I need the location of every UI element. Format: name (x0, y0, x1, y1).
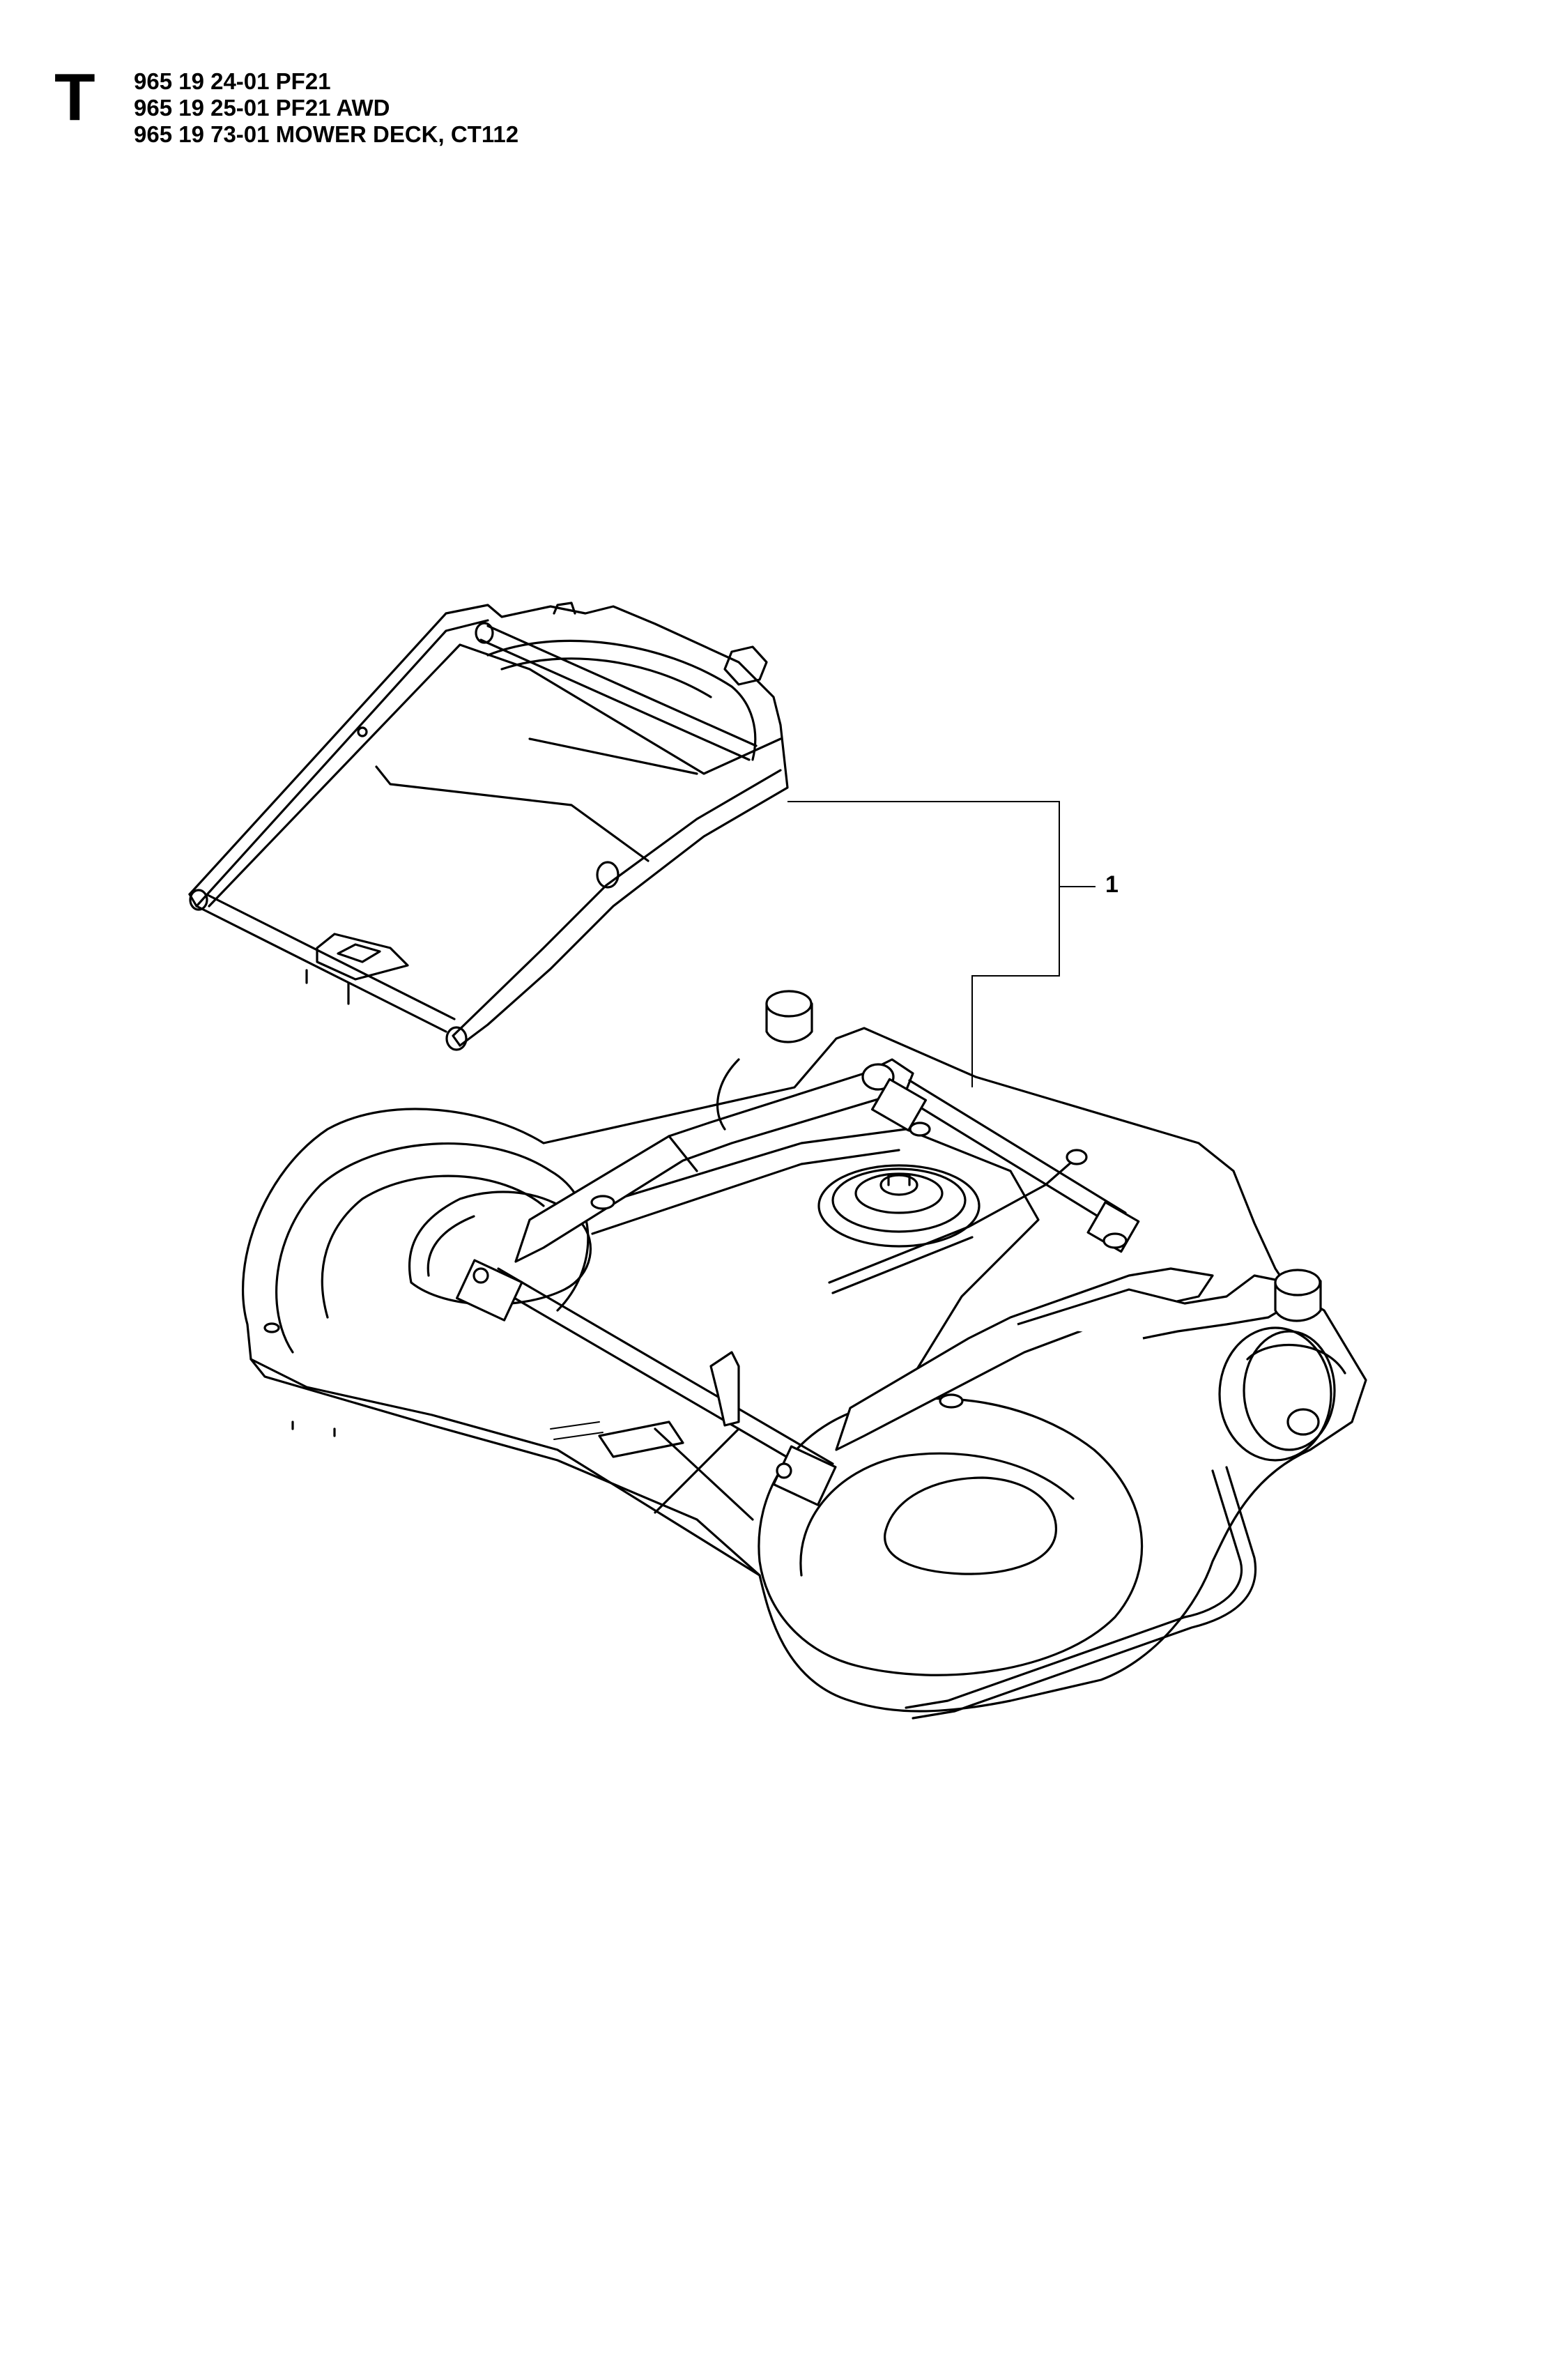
lift-frame (188, 602, 789, 1051)
header-line-pf21-awd: 965 19 25-01 PF21 AWD (134, 95, 390, 121)
header-line-mower-deck: 965 19 73-01 MOWER DECK, CT112 (134, 121, 519, 147)
callout-leader-1 (787, 801, 1096, 1087)
mower-deck (242, 990, 1367, 1720)
parts-header: 965 19 24-01 PF21 965 19 25-01 PF21 AWD … (134, 68, 518, 148)
header-line-pf21: 965 19 24-01 PF21 (134, 68, 331, 94)
section-letter: T (54, 60, 95, 135)
callout-number-1: 1 (1105, 871, 1119, 898)
